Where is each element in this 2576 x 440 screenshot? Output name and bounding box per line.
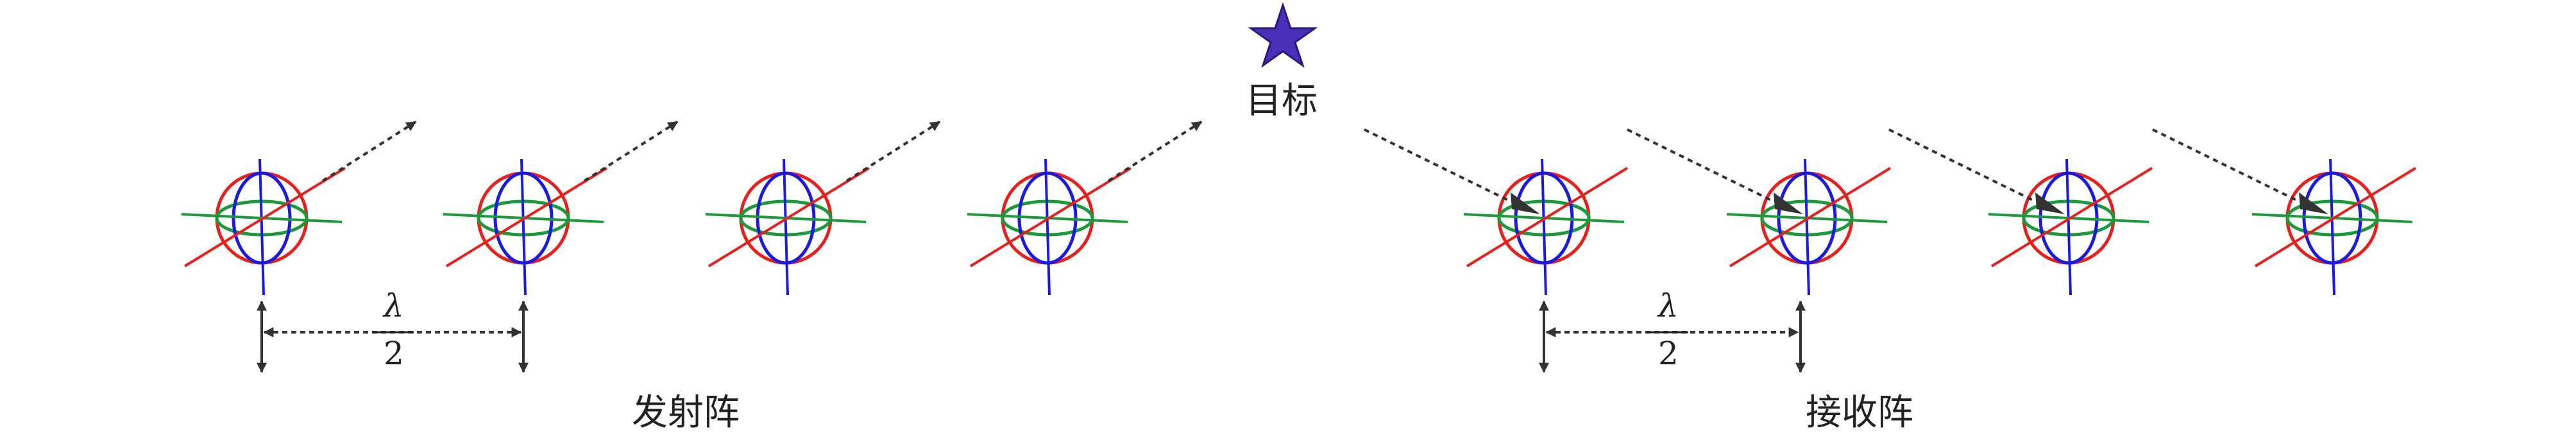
rx-spacing-numerator: λ bbox=[1658, 287, 1679, 325]
tx-spacing-denominator: 2 bbox=[384, 335, 404, 372]
rx-element-2 bbox=[1627, 128, 1892, 296]
vertical-axis bbox=[783, 158, 789, 296]
vertical-axis bbox=[520, 158, 527, 296]
rx-element-4 bbox=[2152, 128, 2417, 296]
vertical-axis bbox=[2065, 158, 2072, 296]
incoming-ray-arrowhead bbox=[1511, 192, 1540, 214]
incoming-ray bbox=[2152, 128, 2300, 203]
diagonal-axis bbox=[183, 167, 346, 267]
incoming-ray-arrowhead bbox=[1774, 192, 1803, 214]
rx-spacing-denominator: 2 bbox=[1658, 335, 1679, 372]
rx-element-1 bbox=[1364, 128, 1629, 296]
vertical-axis bbox=[1044, 158, 1051, 296]
incoming-ray-arrowhead bbox=[2299, 192, 2328, 214]
transmit-array-label: 发射阵 bbox=[632, 392, 740, 434]
diagonal-axis bbox=[445, 167, 608, 267]
transmit-array bbox=[181, 121, 1203, 296]
target-label: 目标 bbox=[1246, 80, 1318, 122]
vertical-axis bbox=[1541, 158, 1547, 296]
diagonal-axis bbox=[1990, 167, 2153, 267]
diagonal-axis bbox=[2254, 167, 2417, 267]
incoming-ray bbox=[1888, 128, 2036, 203]
diagonal-axis bbox=[1729, 167, 1892, 267]
tx-element-4 bbox=[967, 121, 1203, 296]
tx-spacing-numerator: λ bbox=[384, 287, 404, 325]
rx-spacing-marker bbox=[1539, 300, 1806, 373]
tx-element-2 bbox=[443, 121, 679, 296]
vertical-axis bbox=[2329, 158, 2335, 296]
diagonal-axis bbox=[708, 167, 870, 267]
receive-array bbox=[1364, 128, 2417, 296]
diagonal-axis bbox=[969, 167, 1132, 267]
tx-element-1 bbox=[181, 121, 417, 296]
incoming-ray-arrowhead bbox=[2035, 192, 2065, 214]
diagonal-axis bbox=[1466, 167, 1629, 267]
incoming-ray bbox=[1364, 128, 1511, 203]
vertical-axis bbox=[1804, 158, 1810, 296]
vertical-axis bbox=[258, 158, 265, 296]
rx-element-3 bbox=[1888, 128, 2153, 296]
tx-spacing-marker bbox=[257, 300, 529, 373]
receive-array-label: 接收阵 bbox=[1806, 392, 1913, 434]
tx-element-3 bbox=[705, 121, 941, 296]
incoming-ray bbox=[1627, 128, 1774, 203]
target-star-icon bbox=[1248, 2, 1318, 68]
